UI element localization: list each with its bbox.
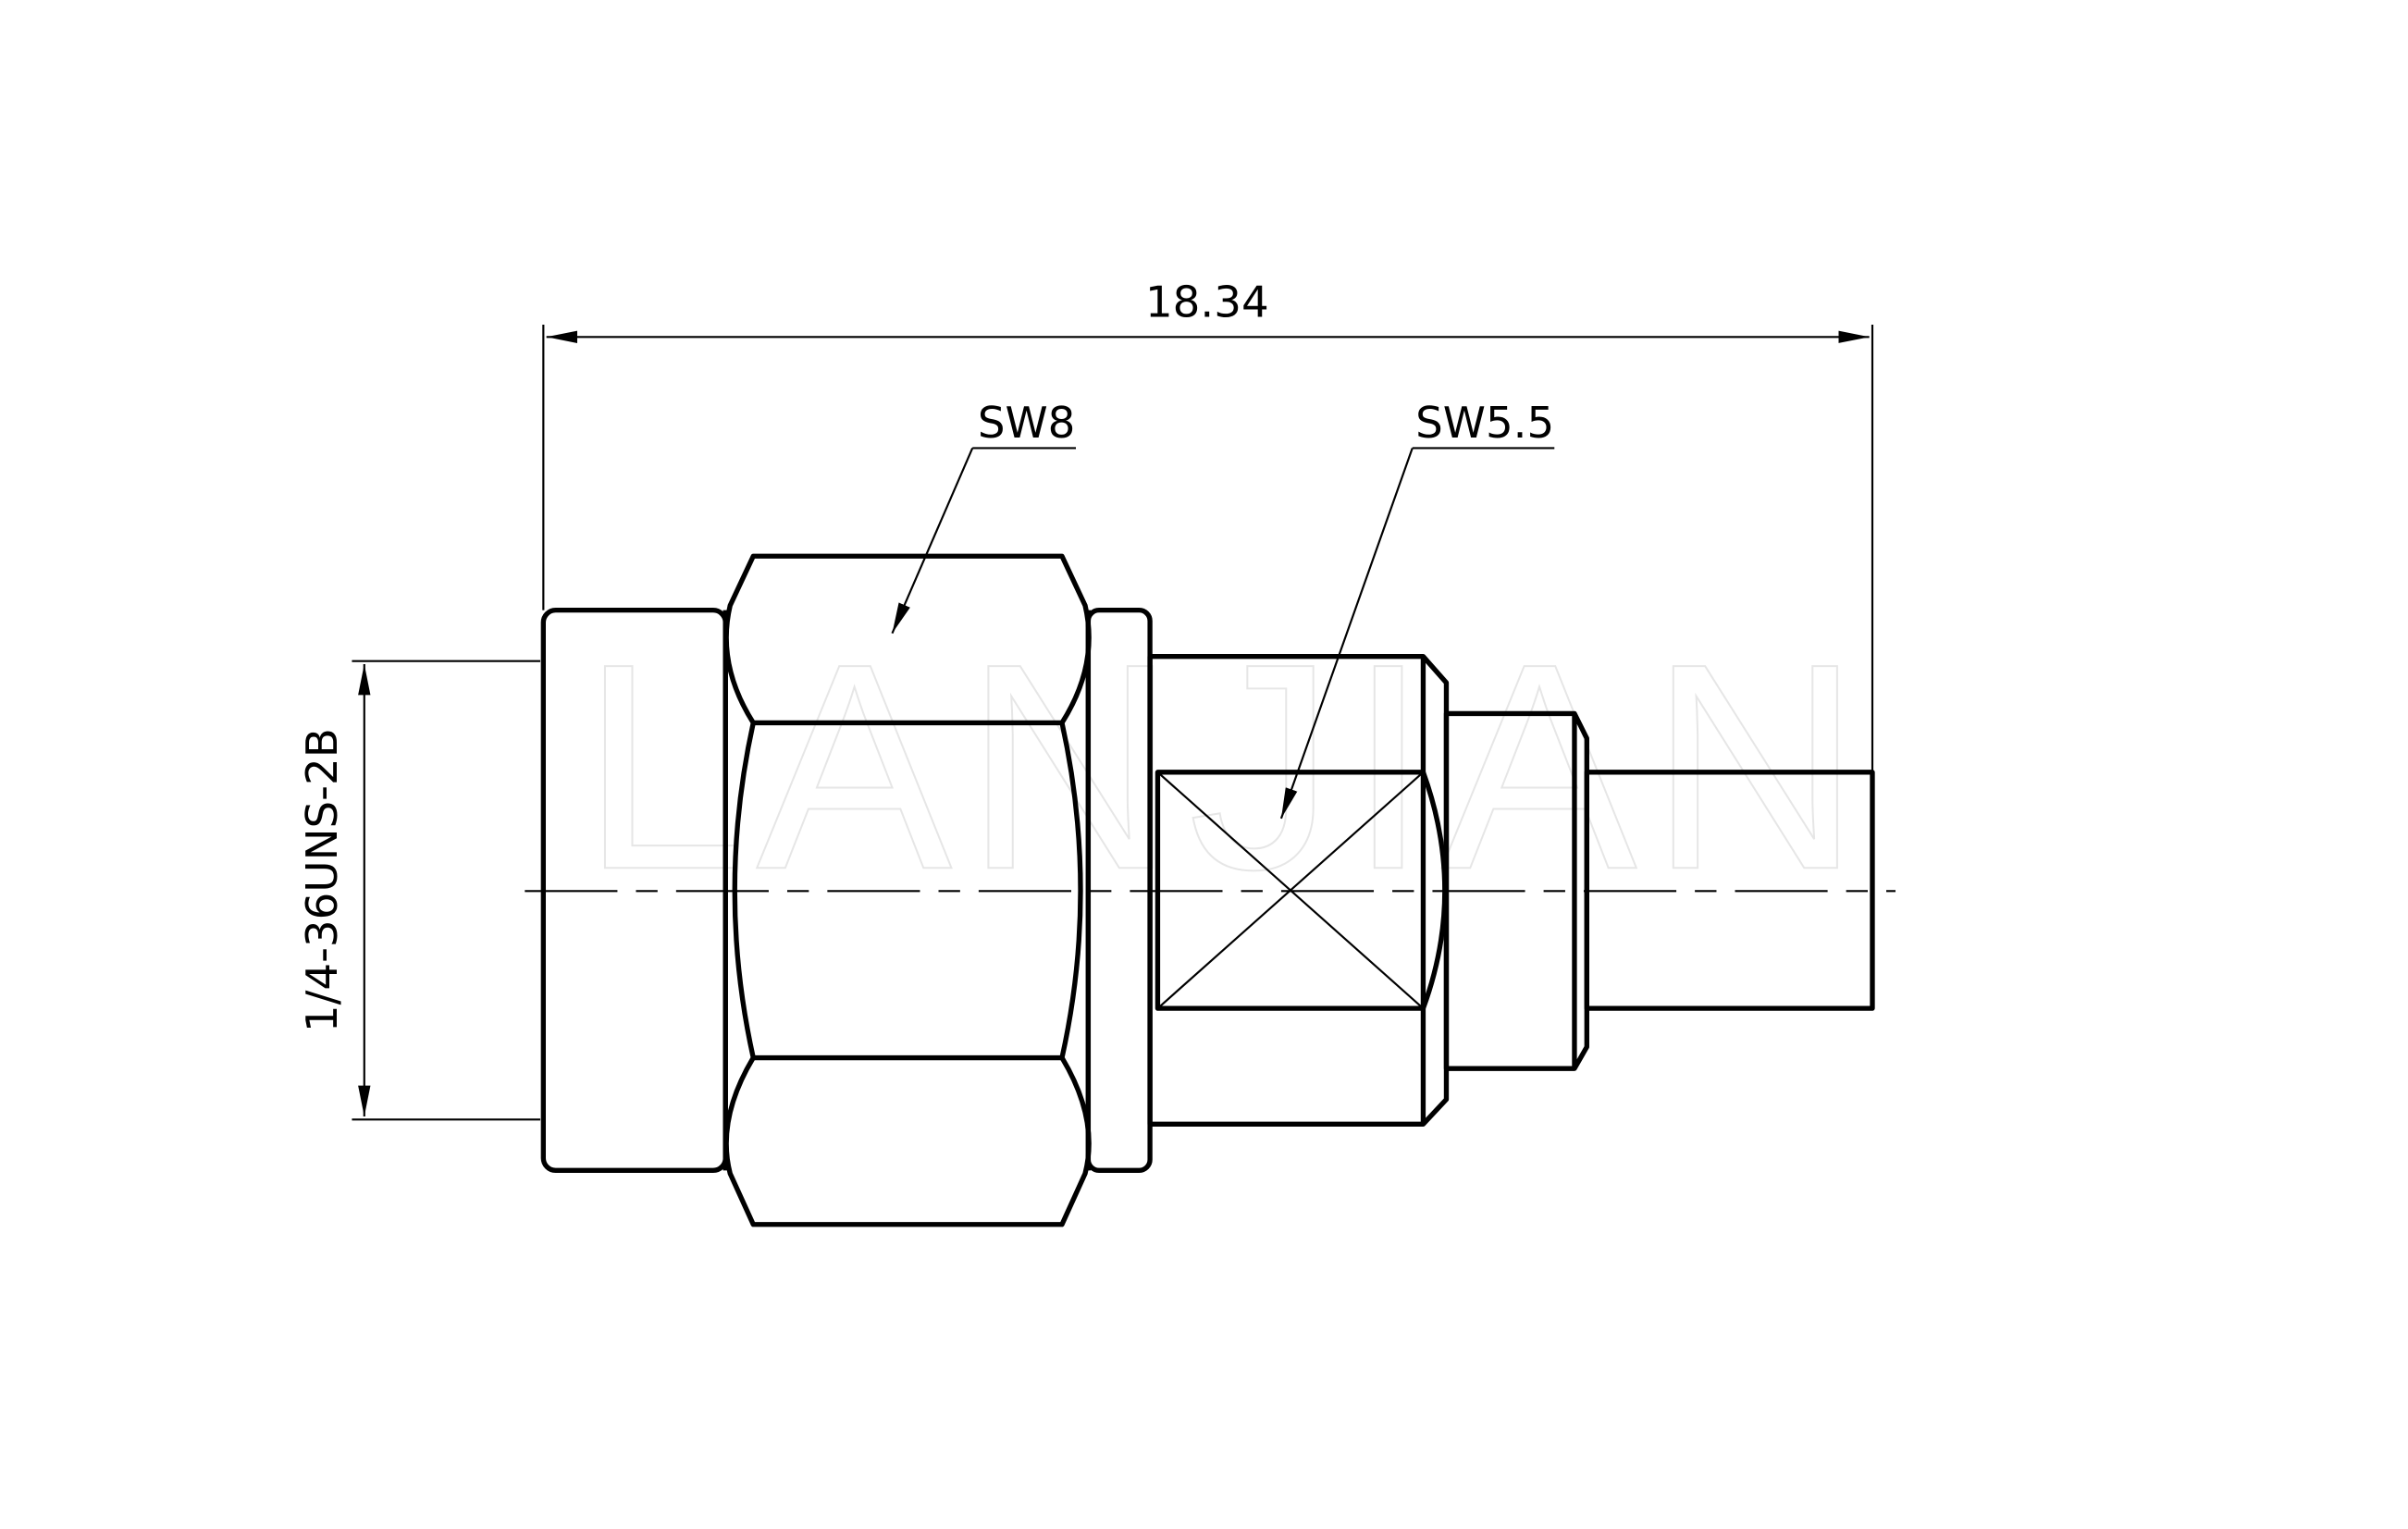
thread-dimension: 1/4-36UNS-2B — [298, 660, 541, 1121]
hex-nut-callout: SW8 — [891, 399, 1077, 635]
flat-callout: SW5.5 — [1279, 399, 1555, 820]
hex-nut-label: SW8 — [978, 399, 1076, 449]
step-section — [1443, 710, 1589, 1071]
watermark: LANJIAN — [581, 603, 1873, 931]
flat-label: SW5.5 — [1415, 399, 1554, 449]
overall-length-dimension: 18.34 — [542, 278, 1874, 772]
overall-length-label: 18.34 — [1145, 278, 1269, 328]
thread-label: 1/4-36UNS-2B — [298, 728, 348, 1032]
